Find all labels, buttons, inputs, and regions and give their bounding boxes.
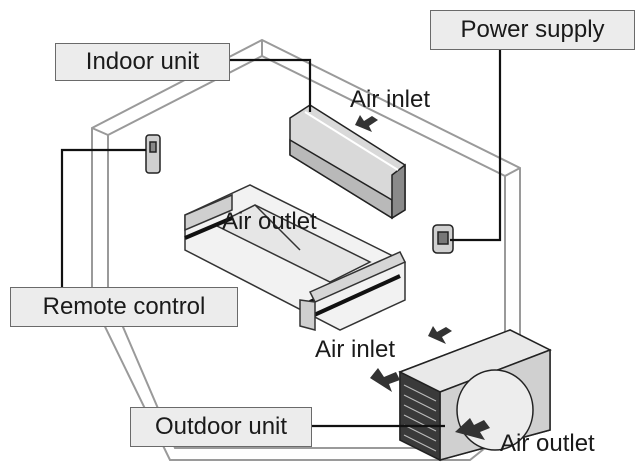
power-supply-leader (450, 48, 502, 242)
indoor-unit-leader (230, 58, 312, 112)
table (184, 184, 407, 331)
indoor-unit-drawing (289, 104, 406, 220)
outdoor-air-outlet-label: Air outlet (500, 430, 595, 457)
outdoor-unit-label: Outdoor unit (130, 407, 312, 447)
indoor-air-inlet-label: Air inlet (350, 86, 431, 113)
indoor-air-outlet-label: Air outlet (222, 208, 317, 235)
indoor-unit-label: Indoor unit (55, 43, 230, 81)
remote-control-label: Remote control (10, 287, 238, 327)
remote-control-leader (60, 148, 146, 290)
remote-control-drawing (145, 134, 161, 174)
power-socket-drawing (432, 224, 454, 254)
power-supply-label: Power supply (430, 10, 635, 50)
indoor-inlet-arrow (355, 115, 378, 132)
outdoor-outlet-arrow (455, 418, 490, 440)
airflow-arrows (355, 115, 490, 440)
leader-lines (60, 48, 502, 428)
outdoor-inlet-arrow (428, 326, 452, 344)
outdoor-air-inlet-label: Air inlet (315, 336, 396, 363)
outdoor-side-inlet-arrow (370, 368, 400, 392)
